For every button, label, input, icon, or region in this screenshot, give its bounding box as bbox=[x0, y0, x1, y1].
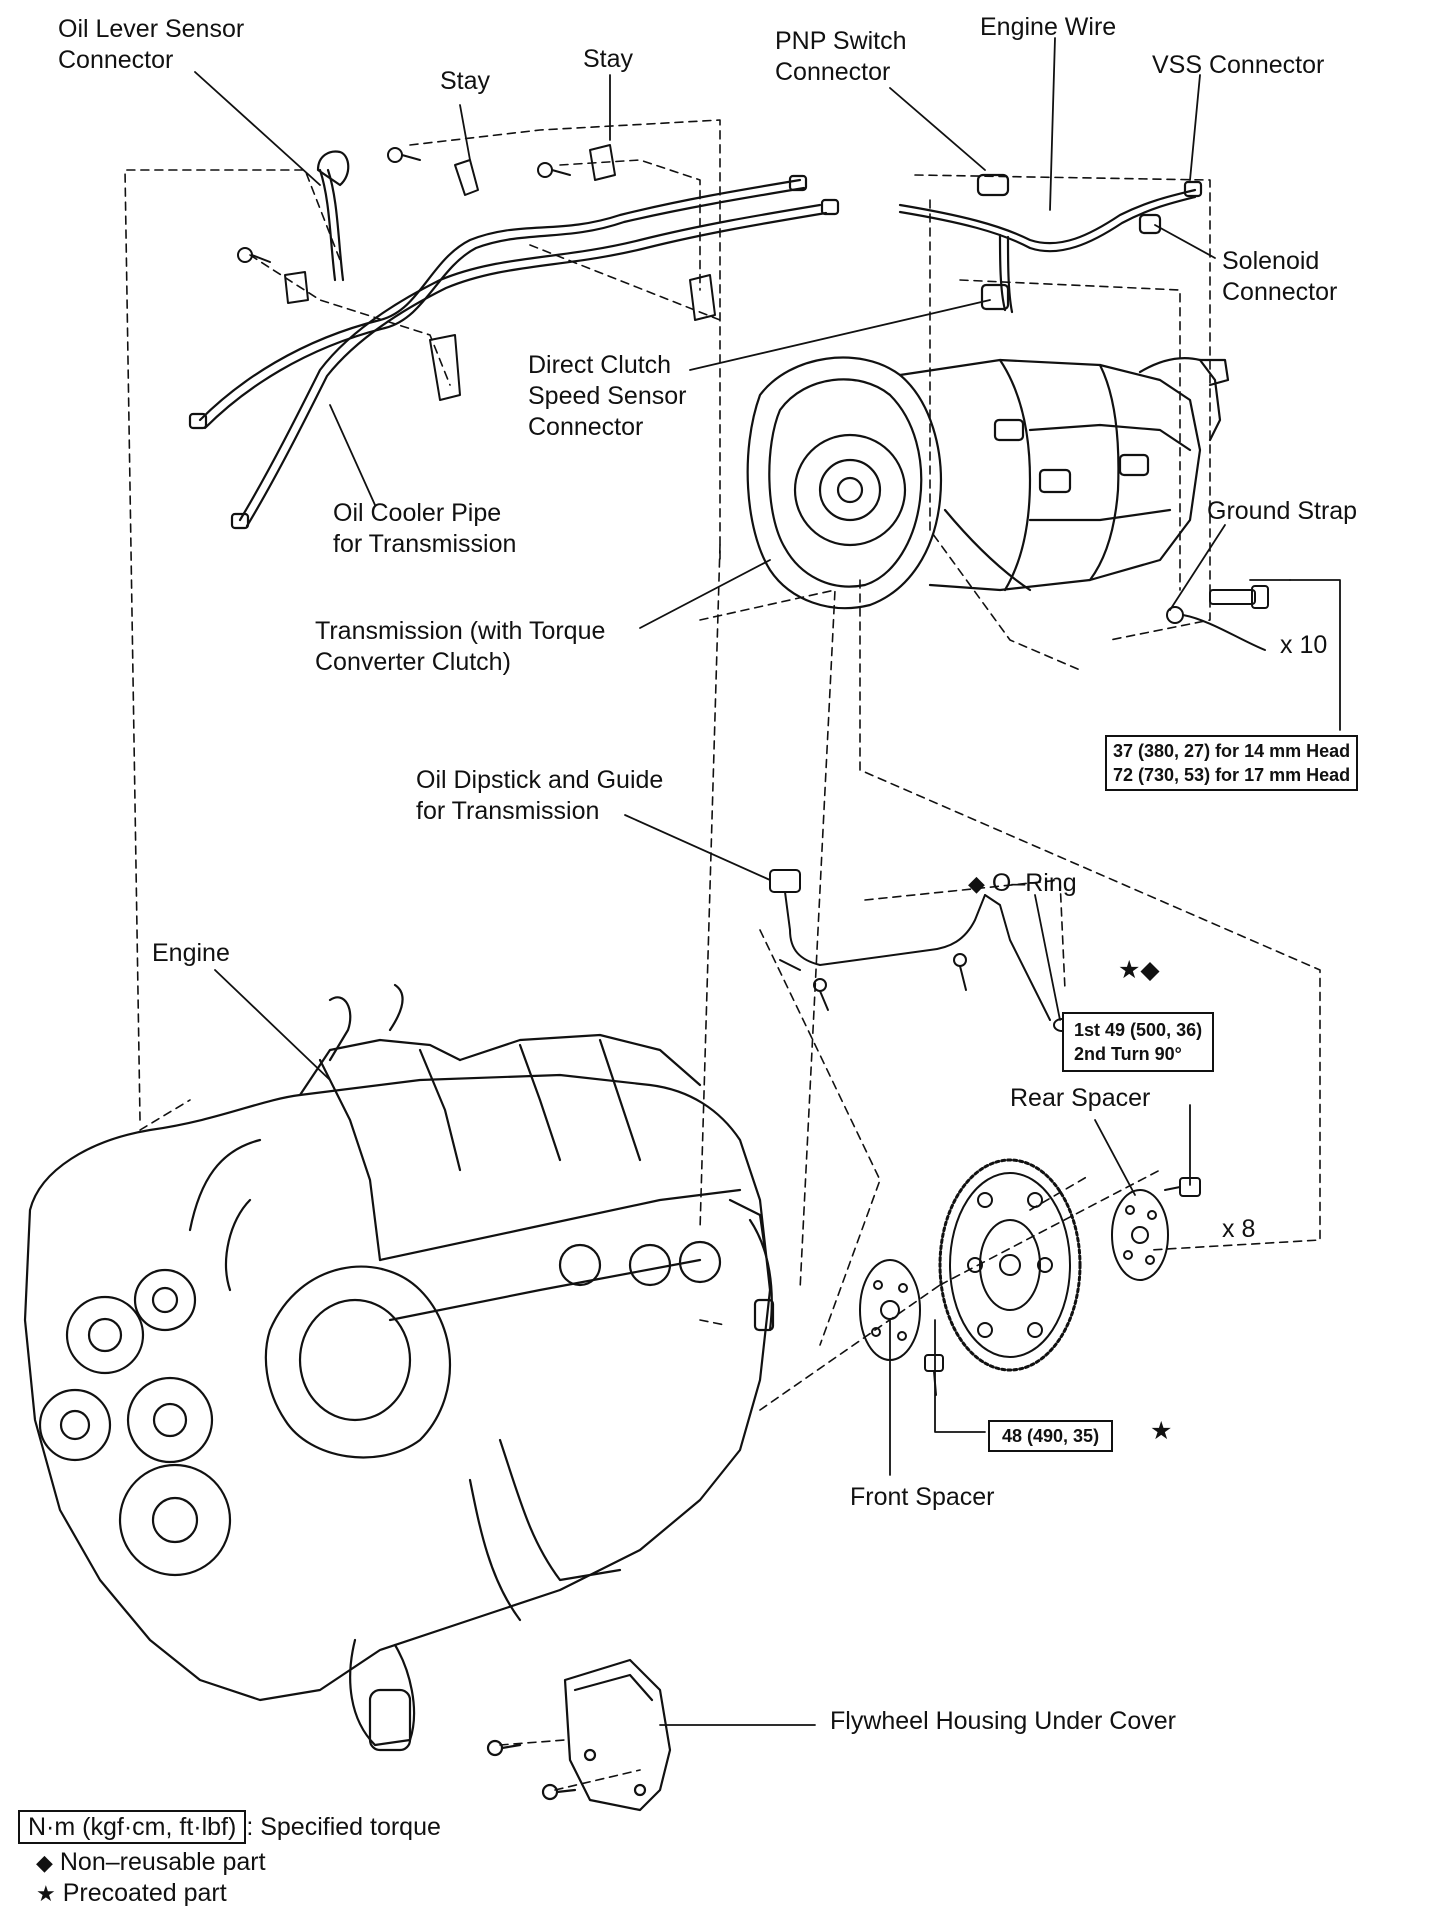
flywheel-housing-under-cover bbox=[486, 1658, 672, 1812]
label-rear-spacer: Rear Spacer bbox=[1010, 1084, 1151, 1112]
label-oil-cooler-pipe: Oil Cooler Pipe for Transmission bbox=[333, 499, 517, 558]
torque-front-spacer-bolt: 48 (490, 35) bbox=[988, 1420, 1114, 1452]
leader-lines bbox=[194, 37, 1341, 1726]
label-front-spacer: Front Spacer bbox=[850, 1483, 995, 1511]
transmission bbox=[746, 356, 1230, 610]
label-o-ring: ◆ O–Ring bbox=[968, 869, 1077, 897]
label-solenoid-connector: Solenoid Connector bbox=[1222, 247, 1338, 306]
label-ground-strap: Ground Strap bbox=[1207, 497, 1358, 525]
front-spacer bbox=[859, 1259, 921, 1361]
label-transmission: Transmission (with Torque Converter Clut… bbox=[315, 617, 606, 676]
label-engine-wire: Engine Wire bbox=[980, 13, 1117, 41]
oil-cooler-pipe bbox=[188, 150, 840, 530]
legend-torque-desc: : Specified torque bbox=[246, 1813, 441, 1841]
ground-strap bbox=[1166, 585, 1269, 651]
diamond-icon: ◆ bbox=[968, 871, 985, 896]
legend-non-reusable: ◆ Non–reusable part bbox=[36, 1848, 266, 1876]
legend-precoated: ★ Precoated part bbox=[36, 1879, 227, 1907]
flywheel-bolts bbox=[924, 1177, 1201, 1396]
label-direct-clutch-speed-sensor-connector: Direct Clutch Speed Sensor Connector bbox=[528, 351, 687, 441]
label-qty-10: x 10 bbox=[1280, 631, 1328, 659]
label-stay-1: Stay bbox=[440, 67, 491, 95]
engine-wire-harness bbox=[898, 173, 1203, 314]
rear-spacer bbox=[1111, 1189, 1169, 1281]
star-diamond-icon: ★◆ bbox=[1118, 956, 1160, 984]
star-icon: ★ bbox=[1150, 1417, 1173, 1445]
legend-torque: N·m (kgf·cm, ft·lbf): Specified torque bbox=[18, 1810, 441, 1844]
torque-flywheel-bolts: 1st 49 (500, 36) 2nd Turn 90° bbox=[1062, 1012, 1215, 1072]
label-vss-connector: VSS Connector bbox=[1152, 51, 1325, 79]
label-flywheel-housing-under-cover: Flywheel Housing Under Cover bbox=[830, 1707, 1176, 1735]
label-stay-2: Stay bbox=[583, 45, 634, 73]
stay-brackets bbox=[237, 144, 716, 401]
legend-torque-unit: N·m (kgf·cm, ft·lbf) bbox=[18, 1810, 247, 1844]
label-engine: Engine bbox=[152, 939, 230, 967]
label-qty-8: x 8 bbox=[1222, 1215, 1256, 1243]
label-oil-lever-sensor-connector: Oil Lever Sensor Connector bbox=[58, 15, 245, 74]
label-pnp-switch-connector: PNP Switch Connector bbox=[775, 27, 907, 86]
label-oil-dipstick: Oil Dipstick and Guide for Transmission bbox=[416, 766, 664, 825]
diamond-icon: ◆ bbox=[36, 1850, 53, 1875]
oil-dipstick bbox=[769, 869, 1071, 1032]
drive-plate bbox=[938, 1158, 1082, 1372]
engine bbox=[23, 983, 775, 1752]
torque-transmission-bolts: 37 (380, 27) for 14 mm Head 72 (730, 53)… bbox=[1105, 735, 1359, 791]
star-icon: ★ bbox=[36, 1881, 56, 1906]
